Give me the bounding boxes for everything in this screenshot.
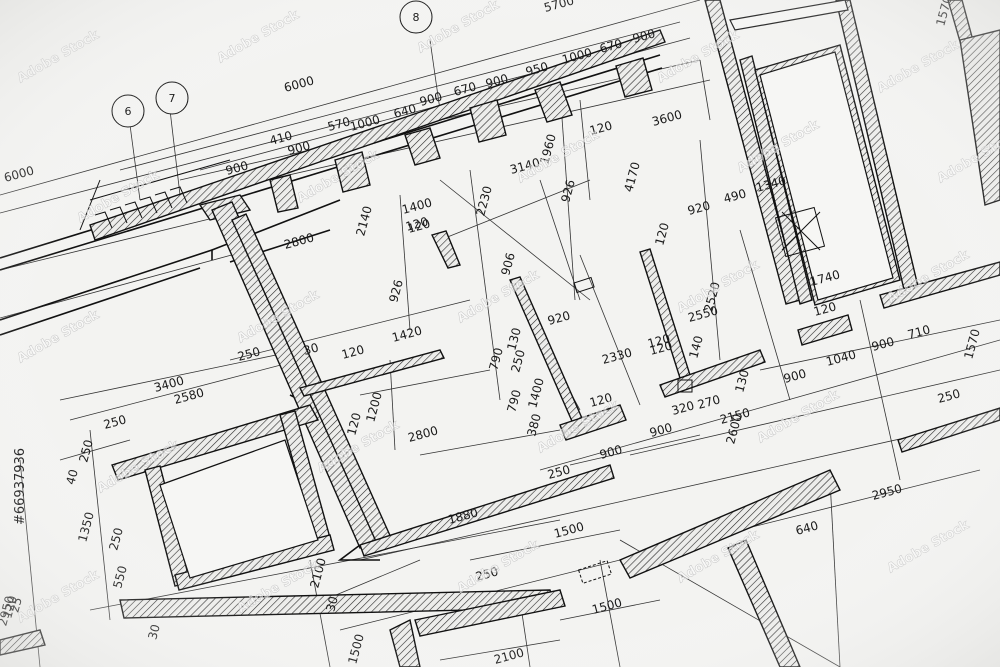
floor-plan-drawing: 6 7 8 5700157060006000410900570100064090…	[0, 0, 1000, 667]
paper-shading	[0, 0, 1000, 667]
